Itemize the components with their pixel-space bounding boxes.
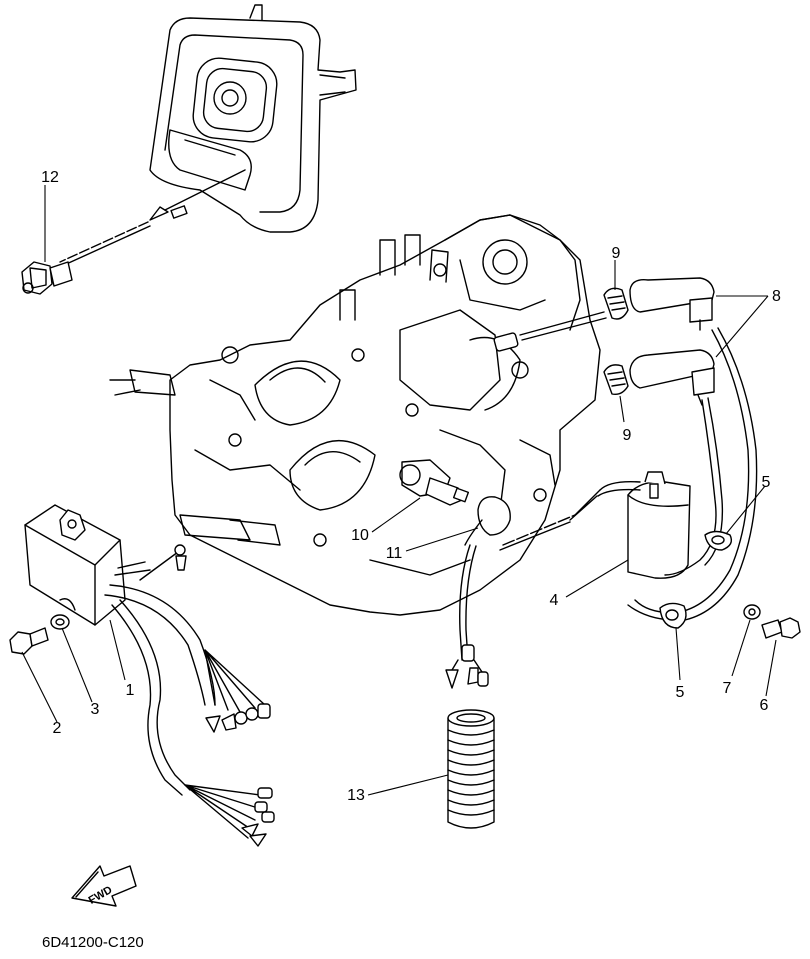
engine-block (109, 214, 601, 616)
terminal-ends-11 (445, 659, 489, 689)
callout-6: 6 (760, 697, 769, 714)
forward-direction-arrow: FWD (71, 865, 137, 907)
leader-lines (21, 185, 777, 796)
callout-1: 1 (126, 682, 135, 699)
oil-pressure-switch-10 (399, 459, 470, 506)
block-bolts (221, 263, 547, 547)
leader-4 (565, 559, 629, 598)
callout-2: 2 (53, 720, 62, 737)
leader-5a (725, 485, 766, 535)
callout-3: 3 (91, 701, 100, 718)
leader-6 (765, 639, 777, 697)
terminal-cap-11 (459, 496, 511, 662)
callout-7: 7 (723, 680, 732, 697)
cord-holder-5b (659, 602, 687, 629)
callout-numbers: 12 9 8 9 5 10 11 4 1 3 2 5 7 6 13 (41, 169, 781, 804)
bolt-6 (761, 617, 801, 639)
leader-5b (675, 627, 681, 681)
leader-11 (405, 527, 479, 552)
washer-7 (743, 604, 761, 620)
leader-3 (61, 627, 93, 703)
ignition-coil-4 (499, 471, 691, 579)
leader-10 (371, 497, 421, 533)
washer-3 (50, 614, 70, 630)
leader-8 (715, 295, 769, 358)
spark-plug (493, 332, 519, 352)
callout-9-upper: 9 (612, 245, 621, 262)
cdi-unit-1 (24, 504, 275, 847)
leader-2 (21, 651, 58, 723)
callout-5-lower: 5 (676, 684, 685, 701)
ground-terminal (139, 544, 187, 581)
leader-1 (109, 619, 126, 681)
cord-holder-5a (704, 530, 733, 551)
callout-8: 8 (772, 288, 781, 305)
cord-clamp-9b (603, 364, 629, 396)
callout-4: 4 (550, 592, 559, 609)
callout-5-upper: 5 (762, 474, 771, 491)
callout-11: 11 (386, 545, 403, 562)
bolt-2 (9, 627, 49, 655)
callout-9-lower: 9 (623, 427, 632, 444)
diagram-code: 6D41200-C120 (42, 934, 144, 951)
leader-13 (367, 774, 449, 796)
protector-tube-13 (447, 709, 495, 829)
callout-12: 12 (41, 169, 59, 186)
callout-10: 10 (351, 527, 369, 544)
cord-clamp-9a (519, 287, 629, 341)
sensor-wire-12 (59, 169, 246, 267)
spark-plug-cap-8 (627, 277, 758, 621)
leader-7 (731, 619, 751, 677)
callout-13: 13 (347, 787, 365, 804)
leader-9b (619, 395, 625, 423)
thermo-switch-12 (21, 261, 73, 295)
pulser-coil-housing (149, 4, 357, 233)
